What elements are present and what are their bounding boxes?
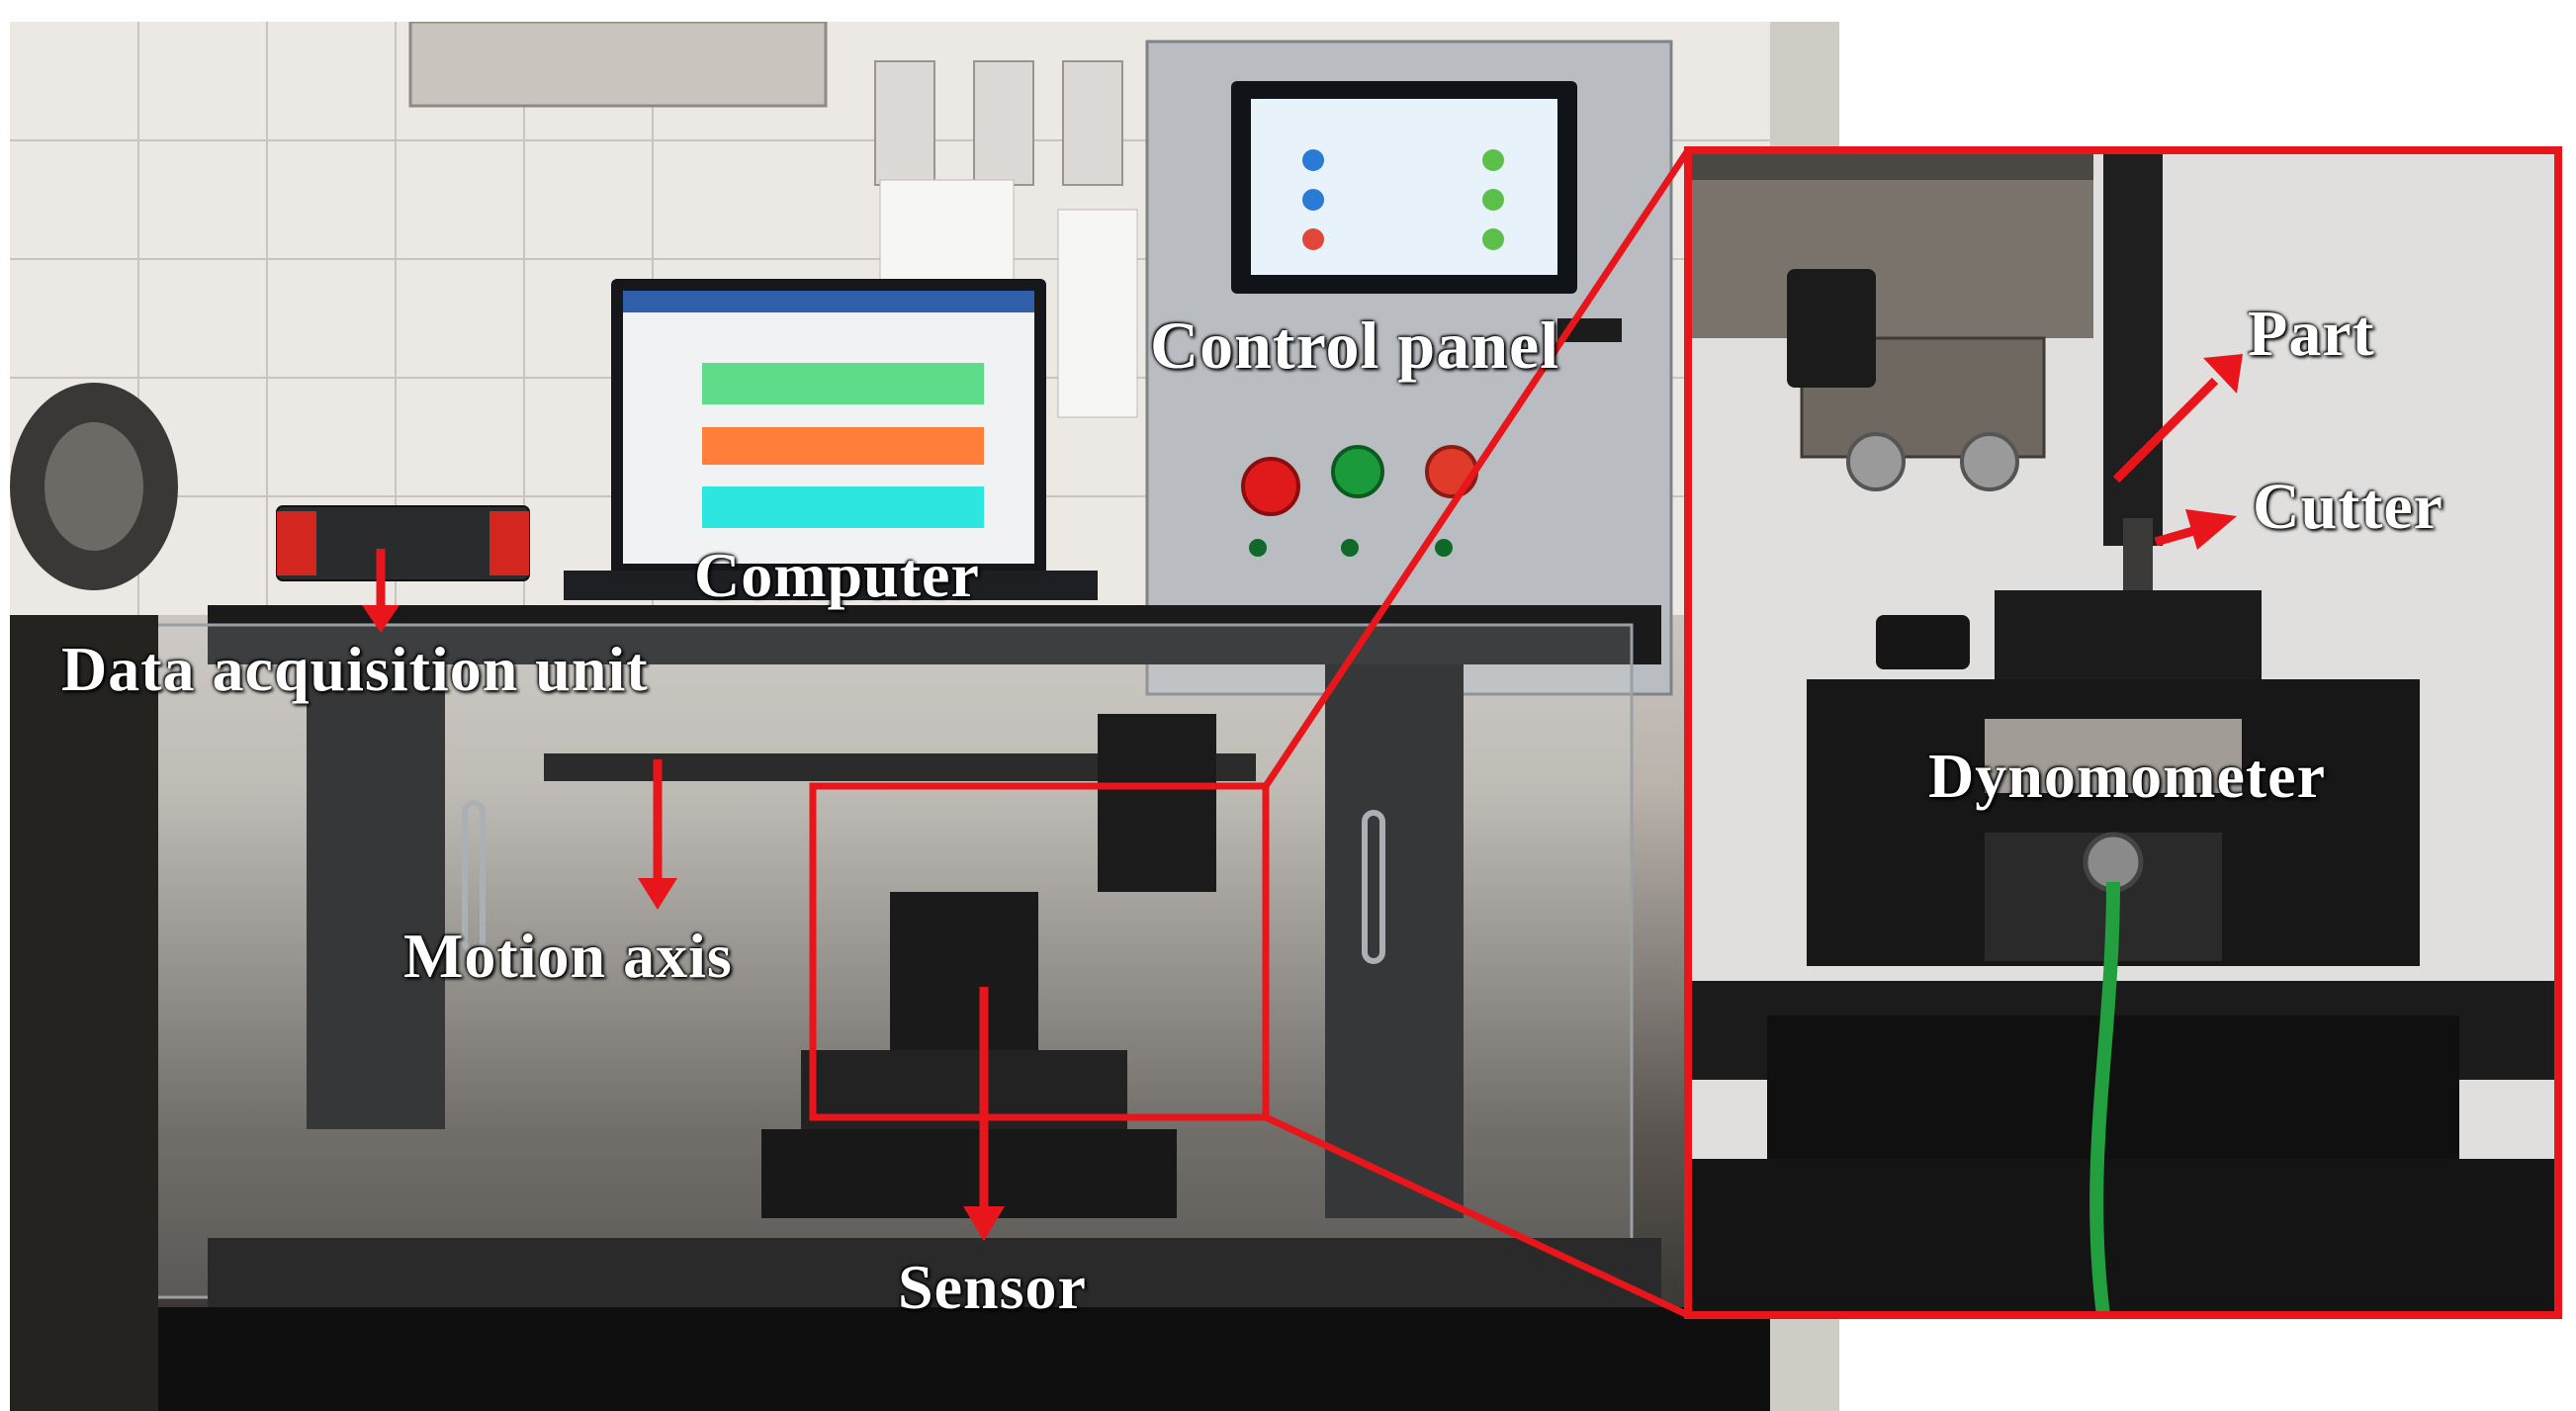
zoom-frame [1684, 146, 2562, 1319]
dynamometer-plate [1985, 719, 2242, 793]
start-button [1331, 445, 1384, 498]
label-computer: Computer [694, 540, 980, 610]
label-sensor: Sensor [898, 1252, 1087, 1322]
zoom-connector-bottom [1264, 1113, 1690, 1319]
zoom-source-box [809, 782, 1270, 1121]
door-handle [1362, 810, 1385, 964]
wall-switch [1062, 60, 1123, 186]
screen-cyan-band [702, 486, 984, 528]
zoom-connector-top [1263, 148, 1691, 788]
label-cutter: Cutter [2253, 471, 2443, 543]
machine-top-plate [208, 605, 1661, 664]
label-part: Part [2248, 298, 2375, 370]
zoom-photo [1688, 150, 2558, 1315]
laptop-base [564, 571, 1098, 600]
fixture-block [890, 892, 1038, 1060]
label-control-panel: Control panel [1150, 308, 1560, 383]
machine-column-left [307, 664, 445, 1129]
dynamometer-closeup [1688, 150, 2558, 1315]
label-motion-axis: Motion axis [403, 921, 733, 991]
screen-green-band [702, 363, 984, 404]
base-plate [1767, 1015, 2459, 1174]
machine-column-right [1325, 664, 1464, 1218]
machine-base [208, 1238, 1661, 1307]
sensor-cable [2089, 881, 2120, 1315]
notice-paper [1057, 209, 1138, 418]
screen-orange-band [702, 427, 984, 465]
label-dynamometer: Dynomometer [1928, 741, 2326, 811]
wall-switch [973, 60, 1034, 186]
cutter [2123, 518, 2153, 597]
label-data-acquisition-unit: Data acquisition unit [61, 634, 649, 704]
spindle-motor [1098, 714, 1216, 892]
part-arrow [2112, 377, 2219, 484]
touch-screen [1251, 99, 1557, 275]
wall-electrical-box [408, 22, 828, 108]
emergency-stop-button [1241, 457, 1300, 516]
door-handle [462, 800, 486, 954]
